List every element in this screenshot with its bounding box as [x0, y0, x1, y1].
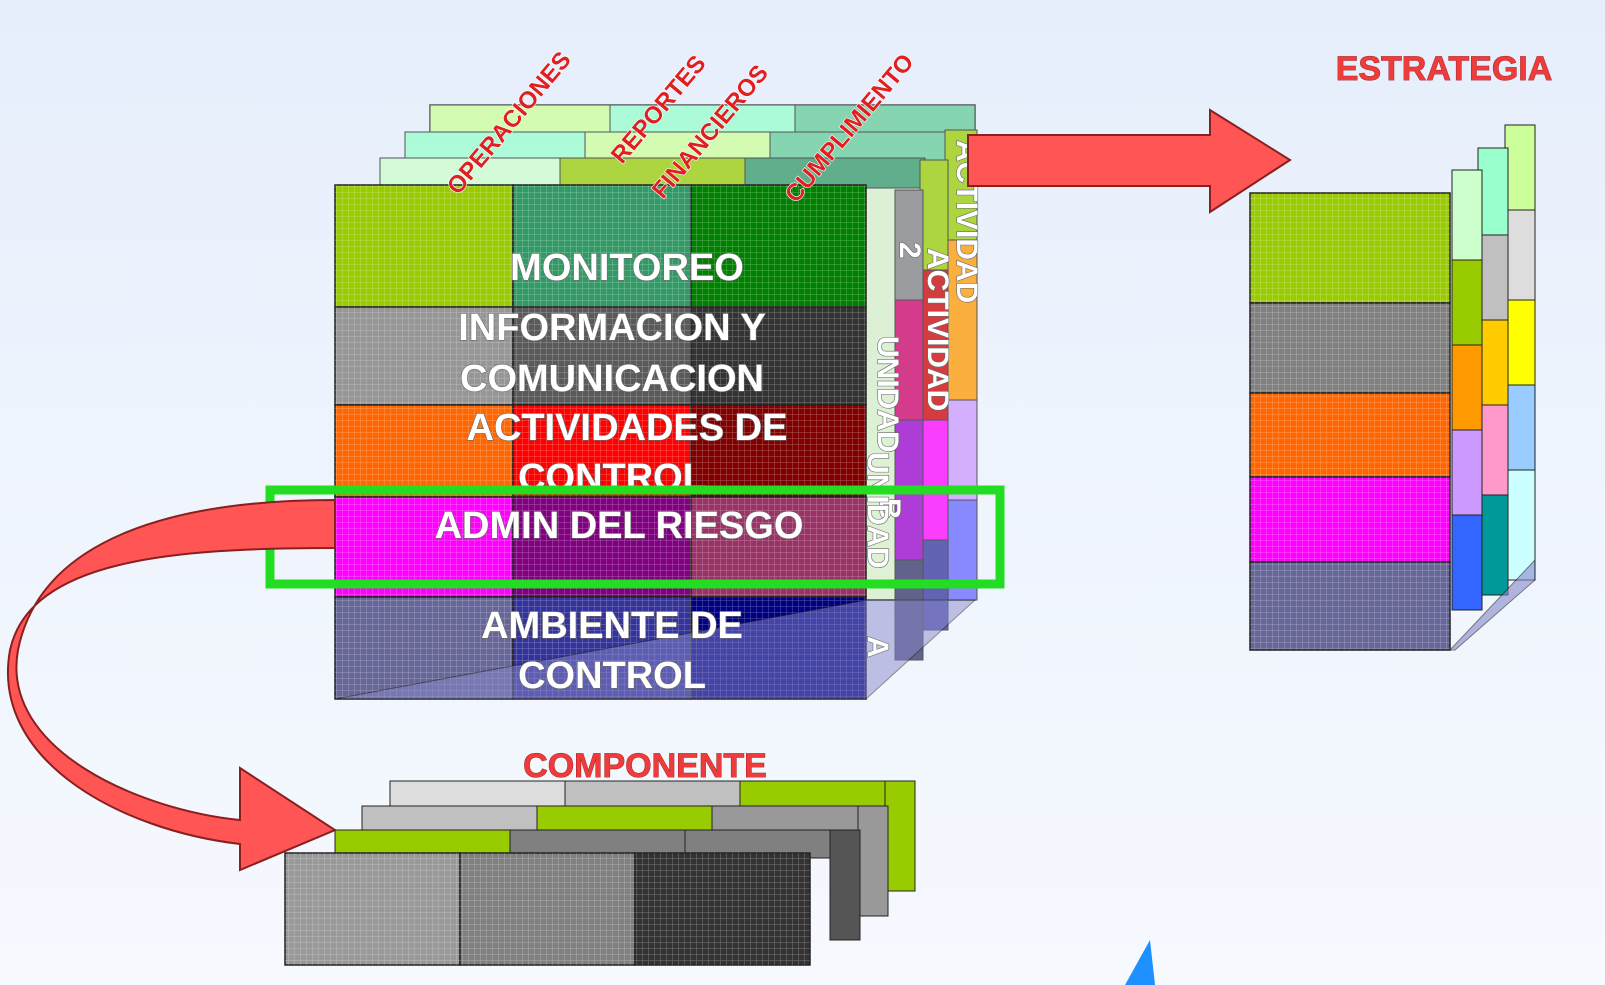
label-actividad-2: ACTIVIDAD — [921, 248, 954, 411]
cube-row-monitoreo — [334, 184, 867, 308]
row-label-monitoreo: MONITOREO — [510, 247, 744, 289]
row-label-informacion-2: COMUNICACION — [460, 358, 764, 400]
row-label-ambiente-2: CONTROL — [518, 655, 706, 697]
component-block: COMPONENTE — [284, 747, 916, 966]
strategy-stack: ESTRATEGIA — [1249, 50, 1553, 651]
row-label-actividades-1: ACTIVIDADES DE — [467, 407, 788, 449]
label-unidad-b: UNIDAD — [871, 336, 904, 453]
cube-row-ambiente — [334, 596, 977, 700]
label-unidad-a-letter: A — [861, 636, 894, 658]
main-cube: OPERACIONES REPORTES FINANCIEROS CUMPLIM… — [265, 46, 1005, 700]
label-unidad-a: UNIDAD — [861, 452, 894, 569]
label-unidad-b-letter: B — [873, 498, 906, 520]
row-label-ambiente-1: AMBIENTE DE — [481, 605, 743, 647]
row-label-riesgo: ADMIN DEL RIESGO — [435, 505, 804, 547]
blue-decoration-shape — [1125, 940, 1155, 985]
arrow-to-strategy — [967, 108, 1292, 214]
label-actividad-2-number: 2 — [893, 242, 926, 259]
component-title: COMPONENTE — [523, 747, 767, 785]
strategy-title: ESTRATEGIA — [1336, 50, 1553, 88]
cube-row-informacion — [334, 306, 867, 406]
cube-row-actividades — [334, 404, 867, 498]
cube-row-labels: MONITOREO INFORMACION Y COMUNICACION ACT… — [434, 246, 804, 697]
row-label-informacion-1: INFORMACION Y — [458, 307, 766, 349]
arrow-to-component — [7, 498, 338, 872]
